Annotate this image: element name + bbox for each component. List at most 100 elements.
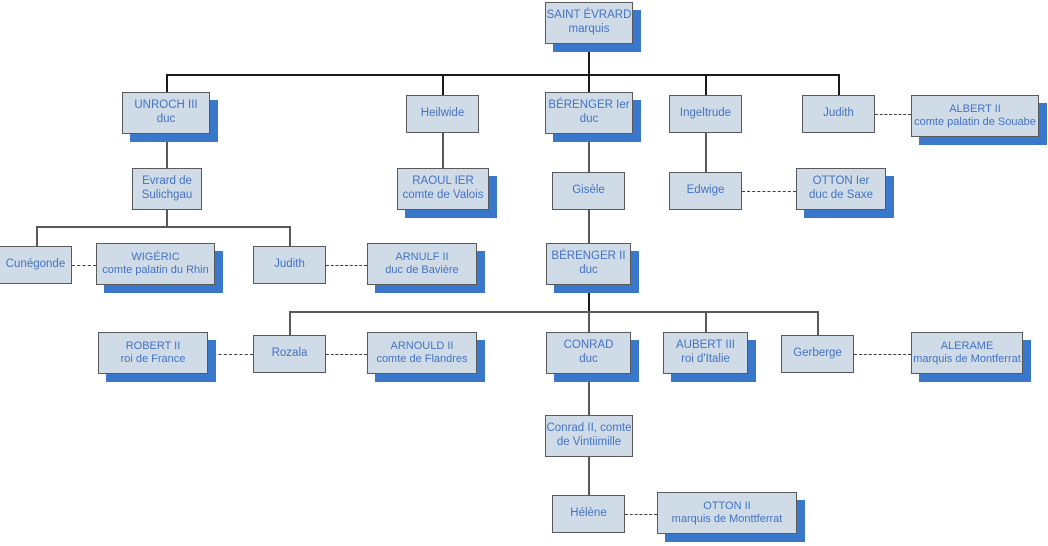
node-subtitle: duc bbox=[579, 353, 598, 365]
marriage-link-robert-rozala bbox=[208, 354, 253, 355]
node-subtitle: comte palatin de Souabe bbox=[914, 116, 1036, 128]
marriage-link-judith-arnulf bbox=[326, 265, 367, 266]
node-title: BÉRENGER II bbox=[551, 250, 626, 263]
node-title: Evrard de bbox=[142, 175, 192, 188]
connector-drop-berenger1 bbox=[588, 74, 590, 93]
node-title: Rozala bbox=[271, 347, 308, 360]
node-judith-mid[interactable]: Judith bbox=[253, 246, 326, 284]
node-title: Cunégonde bbox=[5, 258, 66, 271]
connector-heilwide-raoul bbox=[442, 133, 444, 169]
node-title: OTTON Ier bbox=[812, 175, 870, 188]
node-subtitle: comte palatin du Rhin bbox=[102, 264, 209, 276]
node-title: Heilwide bbox=[420, 107, 465, 120]
connector-unroch-evrard bbox=[166, 134, 168, 169]
node-subtitle: duc de Bavière bbox=[385, 264, 459, 276]
node-title: Hélène bbox=[570, 507, 607, 520]
connector-gisele-berenger2 bbox=[588, 210, 590, 244]
node-title: ARNULF II bbox=[395, 251, 449, 264]
node-title: ALERAME bbox=[940, 340, 994, 353]
node-helene[interactable]: Hélène bbox=[552, 495, 625, 533]
node-cunegonde[interactable]: Cunégonde bbox=[0, 246, 72, 284]
node-subtitle: Sulichgau bbox=[141, 189, 193, 201]
node-title: Judith bbox=[274, 258, 305, 271]
connector-conrad2-helene bbox=[588, 457, 590, 496]
node-title: Conrad II, comte bbox=[546, 422, 632, 435]
node-title: Gerberge bbox=[793, 347, 842, 360]
node-subtitle: de Vintiimille bbox=[556, 436, 622, 448]
node-subtitle: marquis bbox=[568, 23, 610, 35]
node-subtitle: duc de Saxe bbox=[809, 189, 873, 201]
node-title: WIGÉRIC bbox=[131, 251, 180, 264]
node-title: UNROCH III bbox=[134, 99, 198, 112]
marriage-link-cunegonde-wigeric bbox=[72, 265, 96, 266]
node-rozala[interactable]: Rozala bbox=[253, 335, 326, 373]
node-ingeltrude[interactable]: Ingeltrude bbox=[669, 95, 742, 133]
node-title: SAINT ÉVRARD bbox=[546, 9, 632, 22]
connector-berenger2-stem bbox=[588, 285, 590, 312]
node-subtitle: duc bbox=[579, 264, 598, 276]
node-title: BÉRENGER Ier bbox=[548, 99, 630, 112]
connector-gen3-bar bbox=[289, 311, 818, 313]
node-gerberge[interactable]: Gerberge bbox=[781, 335, 854, 373]
node-title: Gisèle bbox=[572, 184, 605, 197]
connector-drop-cunegonde bbox=[36, 226, 38, 247]
node-subtitle: roi d'Italie bbox=[681, 353, 730, 365]
marriage-link-rozala-arnould bbox=[326, 354, 367, 355]
node-title: OTTON II bbox=[703, 500, 751, 513]
node-title: Edwige bbox=[686, 184, 725, 197]
node-edwige[interactable]: Edwige bbox=[669, 172, 742, 210]
node-heilwide[interactable]: Heilwide bbox=[406, 95, 479, 133]
node-title: AUBERT III bbox=[675, 339, 735, 352]
node-judith-top[interactable]: Judith bbox=[802, 95, 875, 133]
node-title: CONRAD bbox=[563, 339, 614, 352]
connector-drop-rozala bbox=[289, 311, 291, 336]
connector-root-stem bbox=[588, 44, 590, 75]
node-subtitle: duc bbox=[579, 113, 599, 125]
connector-gen2-bar bbox=[36, 226, 290, 228]
connector-drop-conrad bbox=[588, 311, 590, 333]
connector-drop-judith-top bbox=[838, 74, 840, 96]
connector-conrad-conrad2 bbox=[588, 374, 590, 416]
node-title: ARNOULD II bbox=[390, 340, 454, 353]
node-title: RAOUL IER bbox=[412, 175, 474, 188]
node-title: Ingeltrude bbox=[679, 107, 732, 120]
marriage-link-gerberge-alerame bbox=[854, 354, 911, 355]
node-title: ROBERT II bbox=[125, 340, 181, 353]
node-title: Judith bbox=[823, 107, 854, 120]
node-subtitle: comte de Flandres bbox=[376, 353, 468, 365]
connector-drop-unroch bbox=[166, 74, 168, 93]
node-subtitle: duc bbox=[156, 113, 176, 125]
node-subtitle: marquis de Montferrat bbox=[913, 353, 1021, 365]
connector-drop-heilwide bbox=[442, 74, 444, 96]
node-gisele[interactable]: Gisèle bbox=[552, 172, 625, 210]
node-subtitle: roi de France bbox=[120, 353, 186, 365]
node-subtitle: marquis de Monttferrat bbox=[671, 513, 783, 525]
connector-ingeltrude-edwige bbox=[705, 133, 707, 173]
connector-berenger1-gisele bbox=[588, 134, 590, 173]
marriage-link-edwige-otton1 bbox=[742, 191, 796, 192]
connector-drop-gerberge bbox=[817, 311, 819, 336]
node-subtitle: comte de Valois bbox=[402, 189, 484, 201]
marriage-link-judith-albert bbox=[875, 114, 911, 115]
node-title: ALBERT II bbox=[949, 103, 1001, 116]
connector-gen1-bar bbox=[166, 74, 839, 76]
marriage-link-helene-otton2 bbox=[625, 514, 657, 515]
